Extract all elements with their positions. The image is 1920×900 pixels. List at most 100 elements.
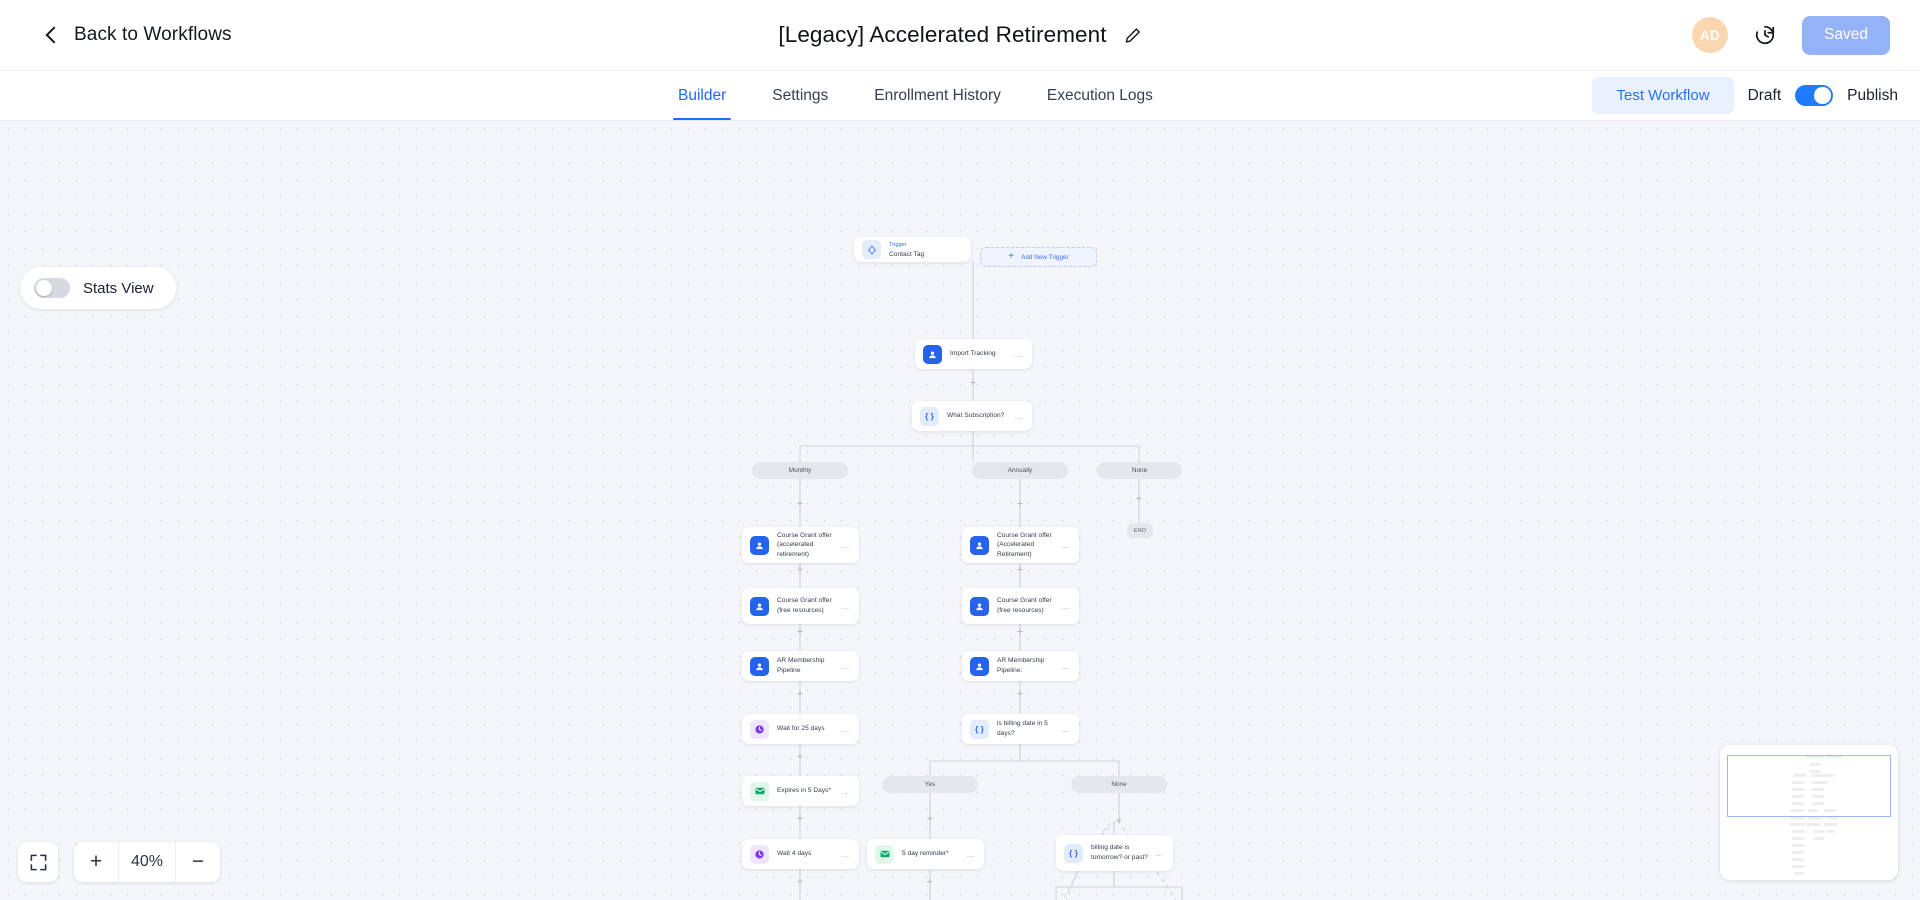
flow-node-label: Course Grant offer (free resources) — [777, 597, 832, 614]
minimap-node-block — [1792, 851, 1804, 854]
node-menu-button[interactable]: … — [1014, 411, 1023, 421]
minimap-node-block — [1792, 795, 1804, 798]
minimap-node-block — [1790, 809, 1804, 812]
trigger-node[interactable]: Trigger Contact Tag — [854, 237, 971, 262]
flow-node-label: Course Grant offer (Accelerated Retireme… — [997, 531, 1052, 558]
node-menu-button[interactable]: … — [966, 849, 975, 859]
branch-none[interactable]: None — [1097, 462, 1182, 479]
add-step-button[interactable]: + — [969, 376, 977, 389]
node-menu-button[interactable]: … — [841, 849, 850, 859]
add-step-button[interactable]: + — [796, 625, 804, 638]
branch-annually[interactable]: Annually — [972, 462, 1068, 479]
flow-node-label: What Subscription? — [947, 412, 1005, 420]
back-to-workflows-button[interactable]: Back to Workflows — [44, 24, 232, 46]
add-step-button[interactable]: + — [1016, 687, 1024, 700]
clock-history-icon[interactable] — [1754, 24, 1776, 46]
zoom-in-button[interactable]: + — [89, 850, 103, 873]
tab-execution-logs-label: Execution Logs — [1046, 86, 1153, 104]
flow-node-expires-5-days[interactable]: Expires in 5 Days* … — [742, 776, 859, 806]
minimap-viewport[interactable] — [1727, 755, 1891, 817]
node-menu-button[interactable]: … — [841, 601, 850, 611]
add-step-button[interactable]: + — [796, 497, 804, 510]
trigger-kind-label: Trigger — [889, 241, 907, 248]
pencil-icon[interactable] — [1125, 27, 1142, 44]
publish-toggle[interactable] — [1795, 85, 1834, 106]
add-step-button[interactable]: + — [1016, 497, 1024, 510]
node-menu-button[interactable]: … — [1061, 661, 1070, 671]
flow-node-billing-date-tomorrow[interactable]: { }billing date is tomorrow? or past?… — [1056, 835, 1173, 871]
flow-node-label: Expires in 5 Days* — [777, 787, 832, 795]
zoom-out-button[interactable]: − — [191, 850, 205, 873]
node-menu-button[interactable]: … — [1061, 724, 1070, 734]
node-menu-button[interactable]: … — [841, 786, 850, 796]
fit-screen-button[interactable] — [18, 842, 58, 882]
add-step-button[interactable]: + — [1016, 625, 1024, 638]
minimap-node-block — [1792, 802, 1804, 805]
workflow-canvas[interactable]: Trigger Contact Tag + Add New Trigger Im… — [0, 121, 1920, 900]
minimap[interactable] — [1720, 745, 1898, 880]
flow-node-ar-pipeline-left[interactable]: AR Membership Pipeline … — [742, 651, 859, 681]
flow-node-import-tracking[interactable]: Import Tracking… — [915, 339, 1032, 369]
flow-node-course-grant-accel-right[interactable]: Course Grant offer (Accelerated Retireme… — [962, 527, 1079, 563]
node-menu-button[interactable]: … — [1061, 601, 1070, 611]
flow-node-wait-25-days[interactable]: Wait for 25 days… — [742, 714, 859, 744]
flow-node-five-day-reminder[interactable]: 5 day reminder*… — [867, 839, 984, 869]
tab-settings-label: Settings — [772, 86, 829, 104]
minimap-node-block — [1812, 788, 1824, 791]
minimap-node-block — [1806, 755, 1824, 758]
minimap-node-block — [1824, 823, 1838, 826]
top-header-bar: Back to Workflows [Legacy] Accelerated R… — [0, 0, 1920, 71]
avatar[interactable]: AD — [1692, 17, 1729, 53]
minimap-node-block — [1808, 816, 1822, 819]
branch-yes-billing5[interactable]: Yes — [882, 776, 978, 793]
add-step-button[interactable]: + — [796, 875, 804, 888]
flow-node-billing-date-5-days[interactable]: { }is billing date in 5 days?… — [962, 714, 1079, 744]
flow-node-course-grant-accel-left[interactable]: Course Grant offer (accelerated retireme… — [742, 527, 859, 563]
stats-view-toggle[interactable]: Stats View — [20, 267, 176, 309]
flow-node-course-grant-free-right[interactable]: Course Grant offer (free resources)… — [962, 588, 1079, 624]
tab-enrollment-history[interactable]: Enrollment History — [851, 71, 1024, 120]
branch-none-billing5[interactable]: None — [1071, 776, 1167, 793]
tab-settings[interactable]: Settings — [749, 71, 851, 120]
flow-node-course-grant-free-left[interactable]: Course Grant offer (free resources) … — [742, 588, 859, 624]
node-menu-button[interactable]: … — [1061, 540, 1070, 550]
minimap-node-block — [1812, 795, 1824, 798]
add-step-button[interactable]: + — [1016, 563, 1024, 576]
fit-screen-icon — [30, 854, 46, 870]
add-step-button[interactable]: + — [796, 750, 804, 763]
flow-node-what-subscription[interactable]: { }What Subscription?… — [912, 401, 1032, 431]
node-menu-button[interactable]: … — [841, 724, 850, 734]
flow-node-ar-pipeline-right[interactable]: AR Membership Pipeline.… — [962, 651, 1079, 681]
zoom-controls: + 40% − — [18, 842, 220, 882]
test-workflow-button[interactable]: Test Workflow — [1592, 77, 1734, 114]
action-icon — [750, 535, 769, 555]
add-step-button[interactable]: + — [1135, 492, 1143, 505]
tab-execution-logs[interactable]: Execution Logs — [1024, 71, 1176, 120]
add-step-button[interactable]: + — [926, 875, 934, 888]
node-menu-button[interactable]: … — [841, 661, 850, 671]
add-step-button[interactable]: + — [1115, 814, 1123, 827]
add-step-button[interactable]: + — [796, 563, 804, 576]
add-new-trigger-button[interactable]: + Add New Trigger — [980, 247, 1097, 267]
minimap-node-block — [1812, 802, 1824, 805]
add-step-button[interactable]: + — [796, 812, 804, 825]
add-step-button[interactable]: + — [796, 687, 804, 700]
minimap-node-block — [1806, 823, 1820, 826]
tab-builder[interactable]: Builder — [655, 71, 749, 120]
minimap-node-block — [1824, 809, 1836, 812]
action-icon — [970, 656, 989, 676]
end-pill: END — [1127, 523, 1153, 538]
stats-view-switch[interactable] — [34, 278, 70, 298]
save-button[interactable]: Saved — [1802, 15, 1890, 55]
stats-view-knob — [36, 280, 52, 296]
branch-monthly[interactable]: Monthly — [752, 462, 848, 479]
minimap-node-block — [1792, 858, 1804, 861]
add-step-button[interactable]: + — [926, 812, 934, 825]
tab-enrollment-history-label: Enrollment History — [874, 86, 1001, 104]
action-icon — [750, 656, 769, 676]
node-menu-button[interactable]: … — [1155, 848, 1164, 858]
node-menu-button[interactable]: … — [841, 540, 850, 550]
flow-node-wait-4-days-left[interactable]: Wait 4 days… — [742, 839, 859, 869]
flow-node-label: AR Membership Pipeline — [777, 657, 825, 674]
node-menu-button[interactable]: … — [1014, 349, 1023, 359]
